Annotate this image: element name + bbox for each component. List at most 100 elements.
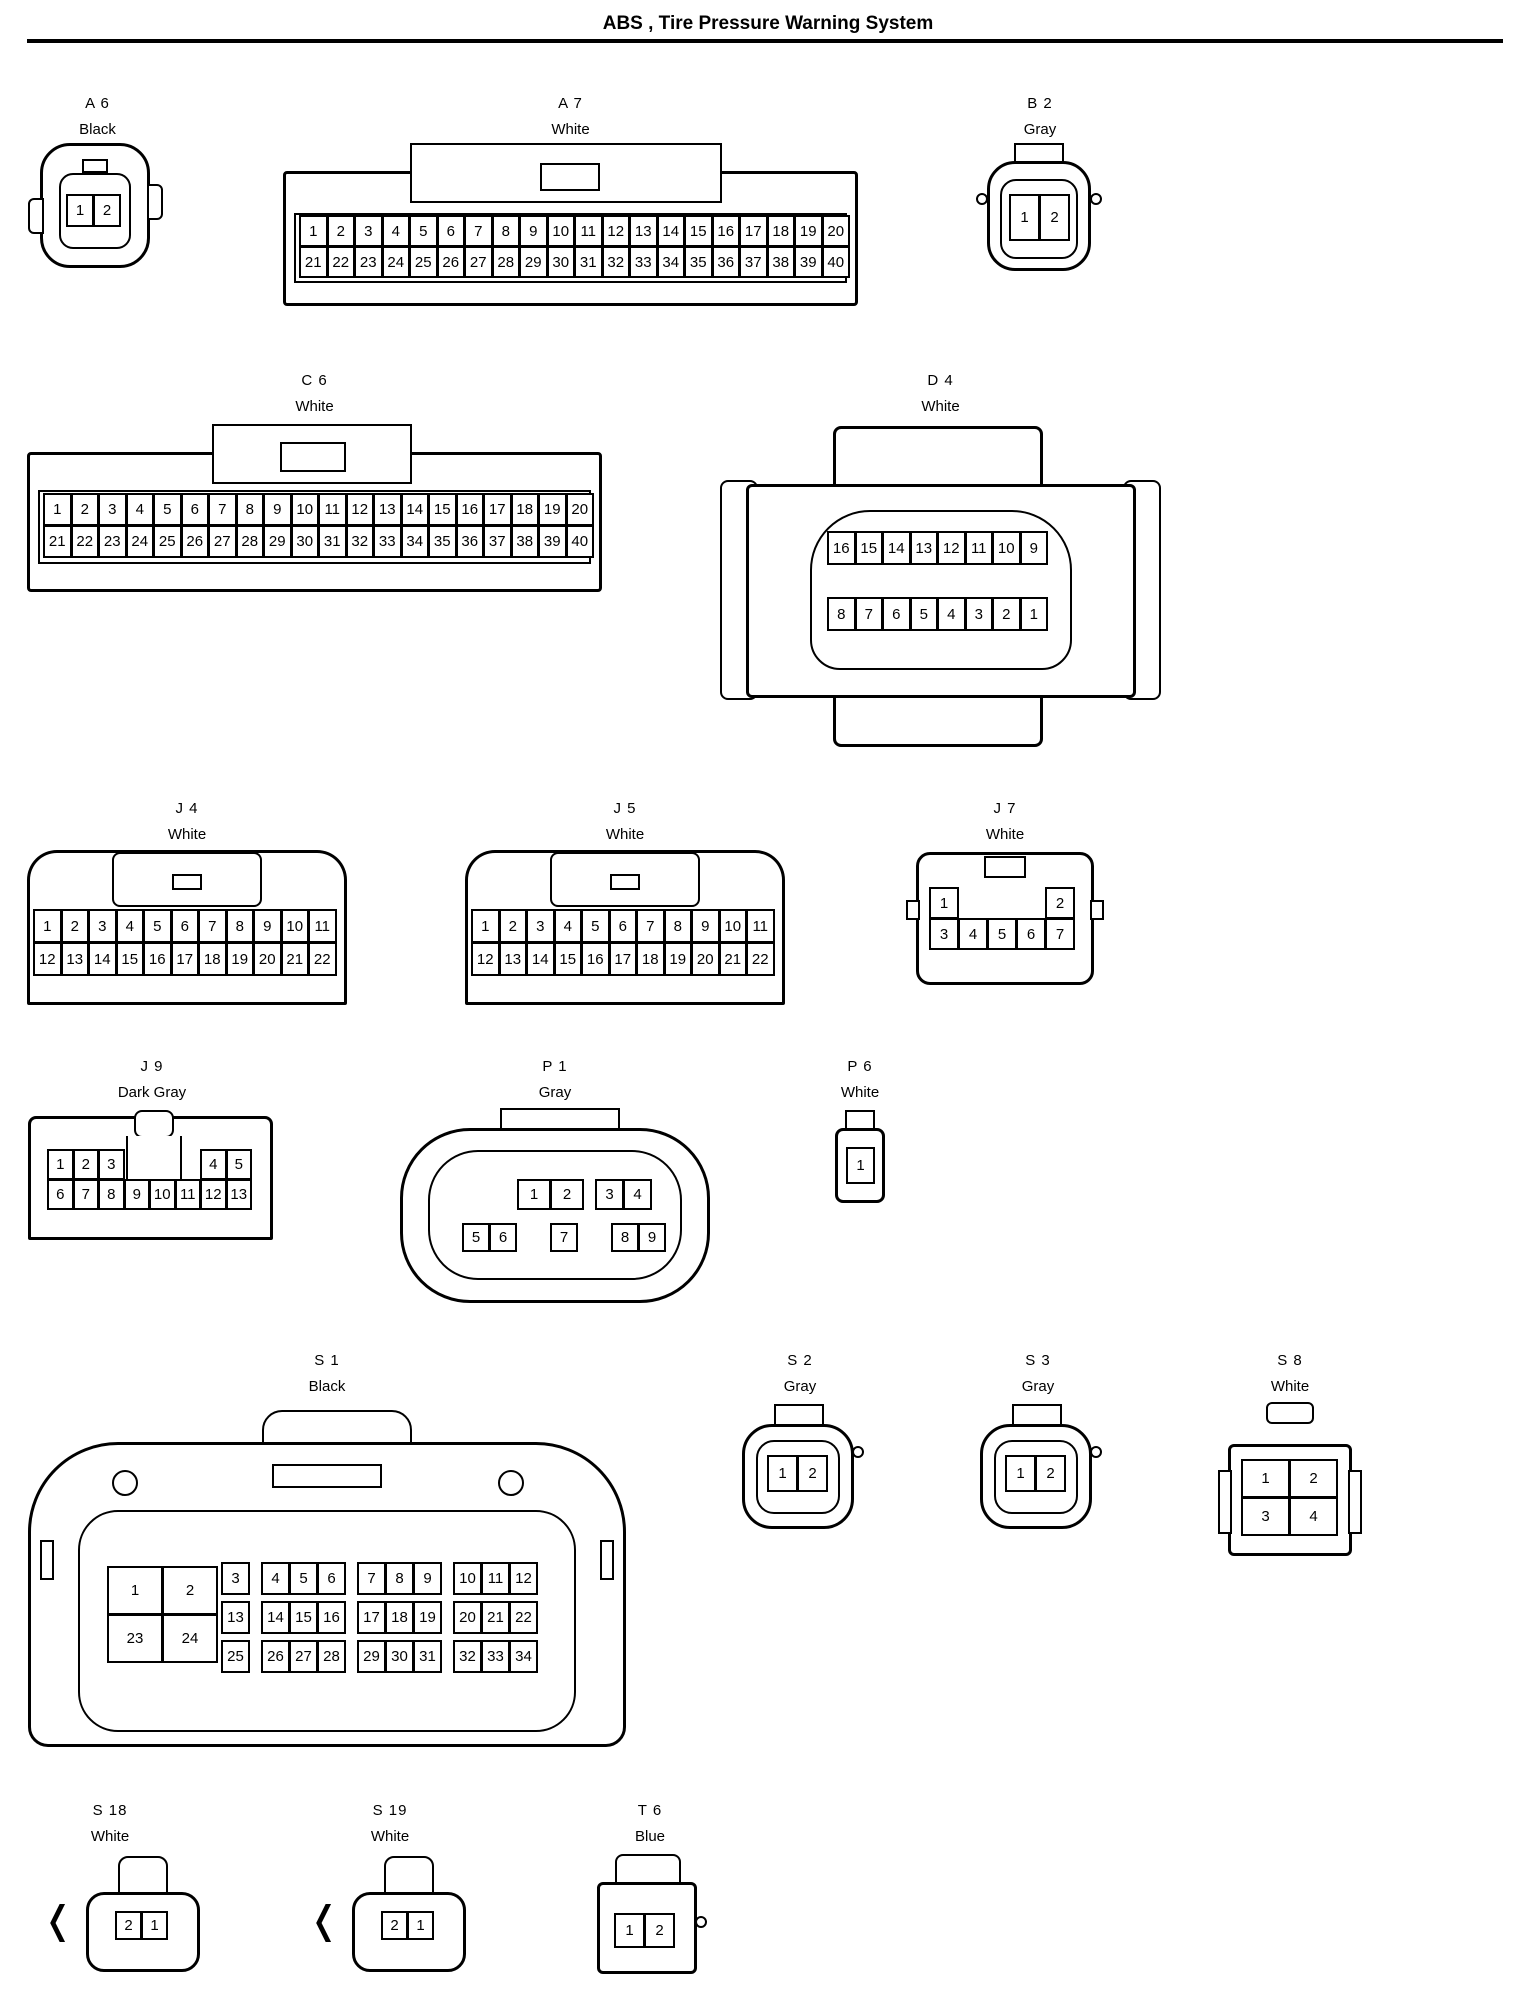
pin: 22: [326, 246, 355, 278]
pin: 29: [357, 1640, 386, 1673]
pin: 23: [107, 1614, 163, 1663]
pin: 15: [428, 493, 457, 526]
pin: 32: [601, 246, 630, 278]
pin: 2: [70, 493, 99, 526]
connector-body: [835, 1128, 885, 1203]
pin: 35: [684, 246, 713, 278]
pin: 32: [453, 1640, 482, 1673]
pin: 5: [909, 597, 938, 631]
pin: 1: [1241, 1459, 1290, 1498]
pin: 14: [656, 215, 685, 247]
connector-id: P 1: [542, 1058, 568, 1075]
pin: 40: [565, 525, 594, 558]
connector-c6: C 6 White 1 2 3 4 5 6 7 8 9 10 11 12 13 …: [22, 372, 607, 607]
pin-grid-top: 1 2 3 4: [517, 1179, 652, 1210]
pin: 1: [1019, 597, 1048, 631]
connector-id: J 5: [613, 800, 637, 817]
ear: [1090, 193, 1102, 205]
connector-j7: J 7 White 1 2 3 4 5 6 7: [900, 800, 1110, 995]
connector-s2: S 2 Gray 1 2: [730, 1352, 870, 1537]
pin: 21: [299, 246, 328, 278]
pin: 4: [623, 1179, 652, 1210]
connector-b2: B 2 Gray 1 2: [970, 95, 1110, 280]
pin: 5: [987, 918, 1017, 950]
side-slot: [40, 1540, 54, 1580]
pin-grid: 1 2: [1009, 194, 1070, 241]
connector-id: D 4: [927, 372, 954, 389]
pin: 16: [711, 215, 740, 247]
pin: 5: [289, 1562, 318, 1595]
connector-s18: S 18 White ❬ 2 1: [40, 1802, 220, 1977]
pin: 17: [608, 942, 637, 976]
pin: 16: [581, 942, 610, 976]
pin: 13: [498, 942, 527, 976]
pin: 9: [413, 1562, 442, 1595]
pin: 20: [821, 215, 850, 247]
connector-color: White: [370, 1828, 410, 1845]
pin: 3: [88, 909, 117, 943]
connector-s8: S 8 White 1 2 3 4: [1210, 1352, 1370, 1562]
pin: 8: [98, 1179, 125, 1210]
pin: 3: [964, 597, 993, 631]
pin: 14: [261, 1601, 290, 1634]
pin: 15: [684, 215, 713, 247]
pin: 20: [453, 1601, 482, 1634]
lock-tab: [280, 442, 346, 472]
pin: 2: [162, 1566, 218, 1615]
pin: 26: [180, 525, 209, 558]
page-title: ABS , Tire Pressure Warning System: [602, 13, 934, 34]
connector-color: Black: [79, 121, 116, 138]
pin: 10: [290, 493, 319, 526]
pin: 2: [72, 1149, 99, 1180]
pin: 22: [509, 1601, 538, 1634]
pin: 3: [354, 215, 383, 247]
connector-j5: J 5 White 1 2 3 4 5 6 7 8 9 10 11 12 13 …: [460, 800, 790, 1015]
pin: 31: [413, 1640, 442, 1673]
pin: 11: [308, 909, 337, 943]
lock-channel: [126, 1136, 182, 1186]
pin: 26: [436, 246, 465, 278]
lock-tab: [134, 1110, 174, 1138]
pin: 18: [385, 1601, 414, 1634]
pin: 2: [60, 909, 89, 943]
connector-color: Blue: [634, 1828, 666, 1845]
pin: 9: [253, 909, 282, 943]
pin: 1: [299, 215, 328, 247]
pin-cavity: [428, 1150, 682, 1280]
pin: 34: [509, 1640, 538, 1673]
connector-id: J 7: [993, 800, 1017, 817]
pin: 22: [746, 942, 775, 976]
connector-id: S 2: [787, 1352, 813, 1369]
pin: 9: [691, 909, 720, 943]
pin: 13: [629, 215, 658, 247]
pin: 33: [373, 525, 402, 558]
pin-grid: 1 2 3 4 5 6 7 8 9 10 11 12 13 14 15 16 1…: [43, 493, 594, 558]
ear: [1090, 1446, 1102, 1458]
pin: 4: [937, 597, 966, 631]
connector-color: White: [985, 826, 1025, 843]
pin: 30: [546, 246, 575, 278]
pin: 21: [280, 942, 309, 976]
pin: 7: [72, 1179, 99, 1210]
pin: 19: [413, 1601, 442, 1634]
side-lock: [147, 184, 163, 220]
latch: [82, 159, 108, 173]
pin: 14: [400, 493, 429, 526]
pin-grid: 1 2: [1005, 1455, 1066, 1492]
retainer-clip-icon: ❬: [42, 1900, 74, 1942]
pin: 26: [261, 1640, 290, 1673]
pin-grid: 1 2 3 4 5 6 7 8 9 10 11 12 13 14 15 16 1…: [471, 909, 775, 976]
pin: 2: [797, 1455, 828, 1492]
pin: 12: [937, 531, 966, 565]
pin: 9: [638, 1223, 666, 1252]
connector-id: A 6: [85, 95, 110, 112]
connector-id: S 19: [372, 1802, 408, 1819]
connector-a7: A 7 White 1 2 3 4 5 6 7 8 9 10 11 12 13 …: [278, 95, 863, 320]
pin: 35: [428, 525, 457, 558]
pin: 37: [739, 246, 768, 278]
connector-p1: P 1 Gray 1 2 3 4 5 6 7 8 9: [390, 1058, 720, 1308]
connector-d4: D 4 White 16 15 14 13 12 11 10 9 8 7 6 5…: [718, 372, 1163, 757]
pin: 11: [574, 215, 603, 247]
side-lock: [28, 198, 44, 234]
ear: [852, 1446, 864, 1458]
